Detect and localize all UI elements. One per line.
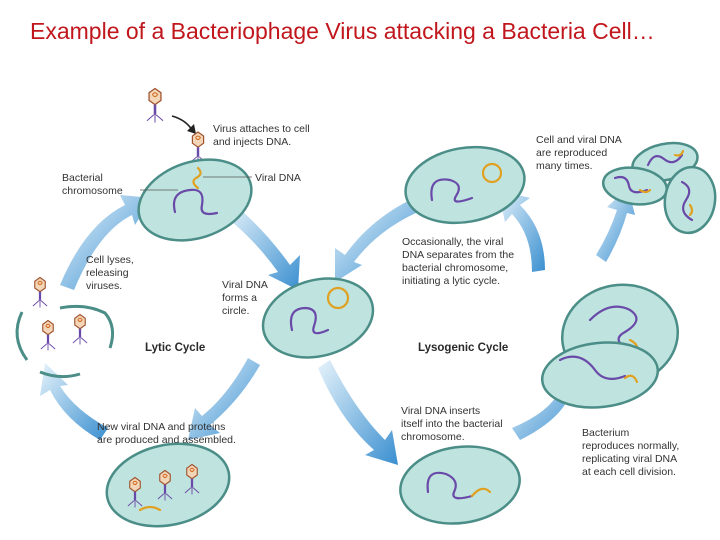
cell-excision [404, 145, 526, 225]
label-bacterium-reproduces: Bacterium reproduces normally, replicati… [582, 427, 682, 478]
arrow-excision-to-circle [335, 200, 418, 282]
cells-reproduced [601, 141, 717, 235]
cell-dividing [540, 283, 680, 409]
label-lytic-cycle: Lytic Cycle [145, 342, 205, 354]
attach-arrow-icon [171, 115, 193, 131]
label-cell-viral-reproduced: Cell and viral DNA are reproduced many t… [536, 134, 624, 172]
cell-infected [137, 158, 253, 242]
label-lysogenic-cycle: Lysogenic Cycle [418, 342, 508, 354]
label-cell-lyses: Cell lyses, releasing viruses. [86, 254, 137, 292]
arrow-attach-to-circle [226, 205, 300, 290]
arrow-reproduced [596, 188, 635, 262]
arrow-circle-to-insert [318, 360, 398, 465]
arrow-lysis-to-attach [60, 195, 152, 290]
phage-icon [146, 87, 164, 124]
cell-viral-circle [261, 277, 375, 359]
label-occasionally: Occasionally, the viral DNA separates fr… [402, 236, 517, 287]
label-viral-dna: Viral DNA [255, 172, 301, 184]
attach-arrowhead-icon [187, 124, 196, 134]
label-viral-dna-circle: Viral DNA forms a circle. [222, 279, 270, 317]
cell-lysed [15, 276, 115, 379]
arrow-assembly-to-lysis [40, 363, 108, 440]
label-virus-attaches: Virus attaches to cell and injects DNA. [213, 123, 313, 148]
arrow-division-to-excision [498, 190, 545, 272]
cell-prophage [399, 445, 521, 525]
cell-assembly [105, 442, 231, 528]
label-viral-dna-inserts: Viral DNA inserts itself into the bacter… [401, 405, 505, 443]
label-bacterial-chromosome: Bacterial chromosome [62, 172, 123, 197]
label-new-viral-dna: New viral DNA and proteins are produced … [97, 421, 236, 446]
page-title: Example of a Bacteriophage Virus attacki… [30, 18, 655, 44]
arrow-circle-to-assembly [188, 358, 260, 440]
